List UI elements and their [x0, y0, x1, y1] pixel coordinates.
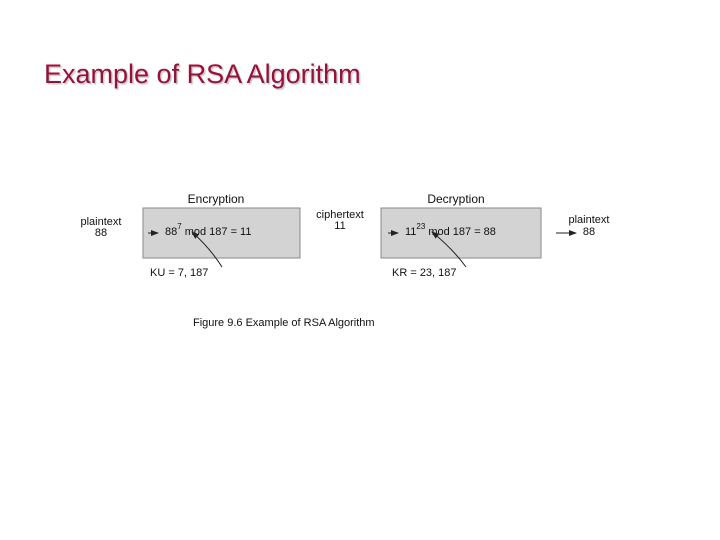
- decryption-formula-base: 11: [405, 226, 416, 238]
- decryption-formula-rest: mod 187 = 88: [428, 226, 496, 238]
- ciphertext-label: ciphertext: [316, 209, 364, 221]
- encryption-input-label: plaintext: [81, 216, 122, 228]
- encryption-key-label: KU = 7, 187: [150, 267, 208, 279]
- slide-title: Example of RSA Algorithm: [44, 59, 361, 89]
- ciphertext-value: 11: [334, 220, 345, 232]
- decryption-output-label: plaintext: [569, 214, 610, 226]
- encryption-key-arrow: [191, 231, 223, 268]
- decryption-box: [380, 207, 542, 259]
- decryption-key-arrow: [431, 231, 467, 268]
- encryption-box: [142, 207, 301, 259]
- decryption-heading: Decryption: [427, 192, 484, 206]
- decryption-output-value: 88: [583, 226, 595, 238]
- encryption-formula-exponent: 7: [177, 222, 182, 231]
- encryption-input-value: 88: [95, 227, 107, 239]
- decryption-key-label: KR = 23, 187: [392, 267, 457, 279]
- encryption-formula-rest: mod 187 = 11: [185, 226, 252, 238]
- figure-caption: Figure 9.6 Example of RSA Algorithm: [193, 317, 375, 329]
- decryption-formula-exponent: 23: [416, 222, 425, 231]
- encryption-heading: Encryption: [188, 192, 245, 206]
- encryption-formula-base: 88: [165, 226, 177, 238]
